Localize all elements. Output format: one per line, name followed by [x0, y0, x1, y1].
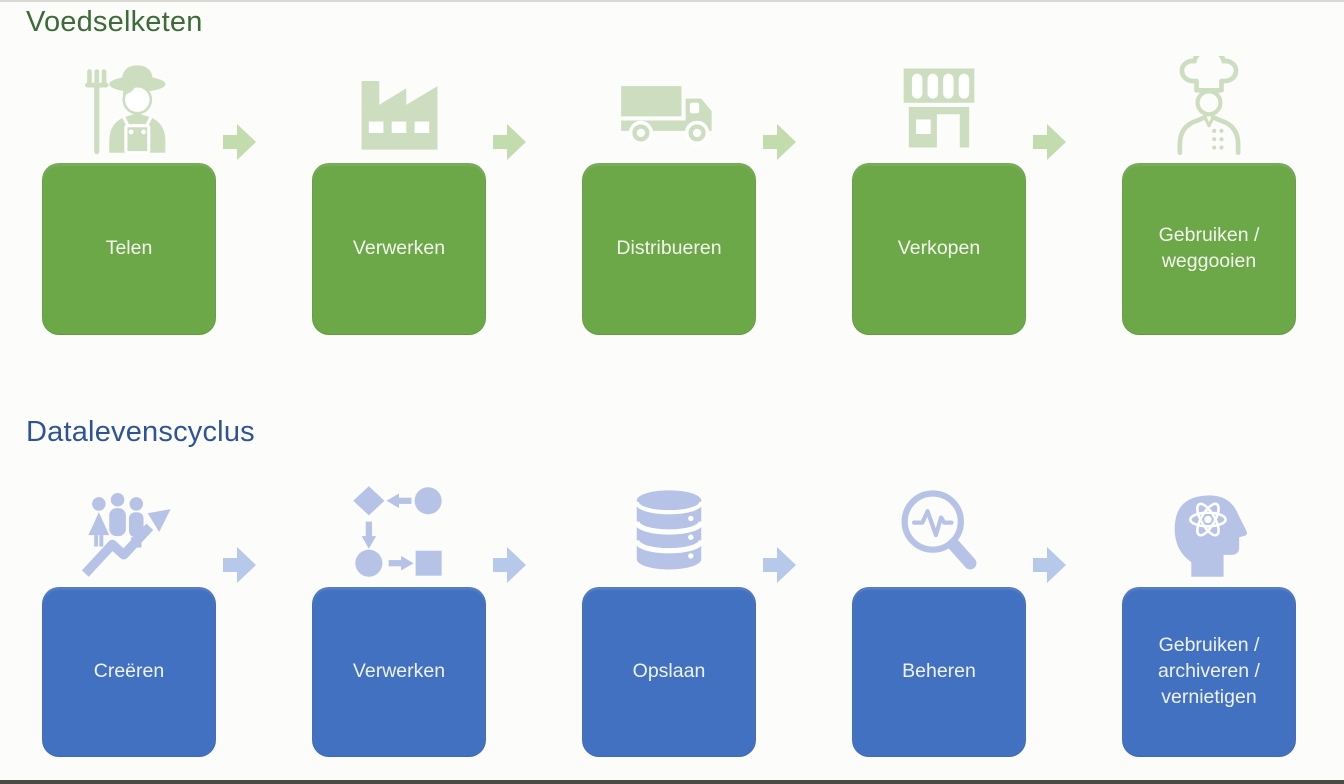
population-growth-icon — [77, 480, 181, 584]
flow-arrow-icon — [763, 545, 796, 585]
flow-arrow-icon — [223, 545, 256, 585]
stage-box-creeren: Creëren — [42, 587, 216, 757]
flowchart-icon — [347, 480, 451, 584]
top-edge-line — [0, 0, 1344, 2]
stage-box-telen: Telen — [42, 163, 216, 335]
voedselketen-title: Voedselketen — [26, 6, 203, 38]
flow-arrow-icon — [223, 122, 256, 162]
farmer-icon — [77, 56, 181, 160]
bottom-edge-line — [0, 780, 1344, 784]
flow-arrow-icon — [1033, 122, 1066, 162]
factory-icon — [347, 56, 451, 160]
stage-box-opslaan: Opslaan — [582, 587, 756, 757]
stage-box-beheren: Beheren — [852, 587, 1026, 757]
datalevenscyclus-title: Datalevenscyclus — [26, 416, 255, 448]
stage-box-verwerken-data: Verwerken — [312, 587, 486, 757]
flow-arrow-icon — [493, 122, 526, 162]
stage-box-gebruiken-weggooien: Gebruiken / weggooien — [1122, 163, 1296, 335]
head-atom-icon — [1157, 480, 1261, 584]
truck-icon — [617, 56, 721, 160]
flow-arrow-icon — [493, 545, 526, 585]
chef-icon — [1157, 56, 1261, 160]
stage-box-gebruiken-archiveren-vernietigen: Gebruiken / archiveren / vernietigen — [1122, 587, 1296, 757]
search-pulse-icon — [887, 480, 991, 584]
stage-box-distribueren: Distribueren — [582, 163, 756, 335]
stage-box-verkopen: Verkopen — [852, 163, 1026, 335]
flow-arrow-icon — [763, 122, 796, 162]
flow-arrow-icon — [1033, 545, 1066, 585]
database-icon — [617, 480, 721, 584]
stage-box-verwerken-food: Verwerken — [312, 163, 486, 335]
storefront-icon — [887, 56, 991, 160]
